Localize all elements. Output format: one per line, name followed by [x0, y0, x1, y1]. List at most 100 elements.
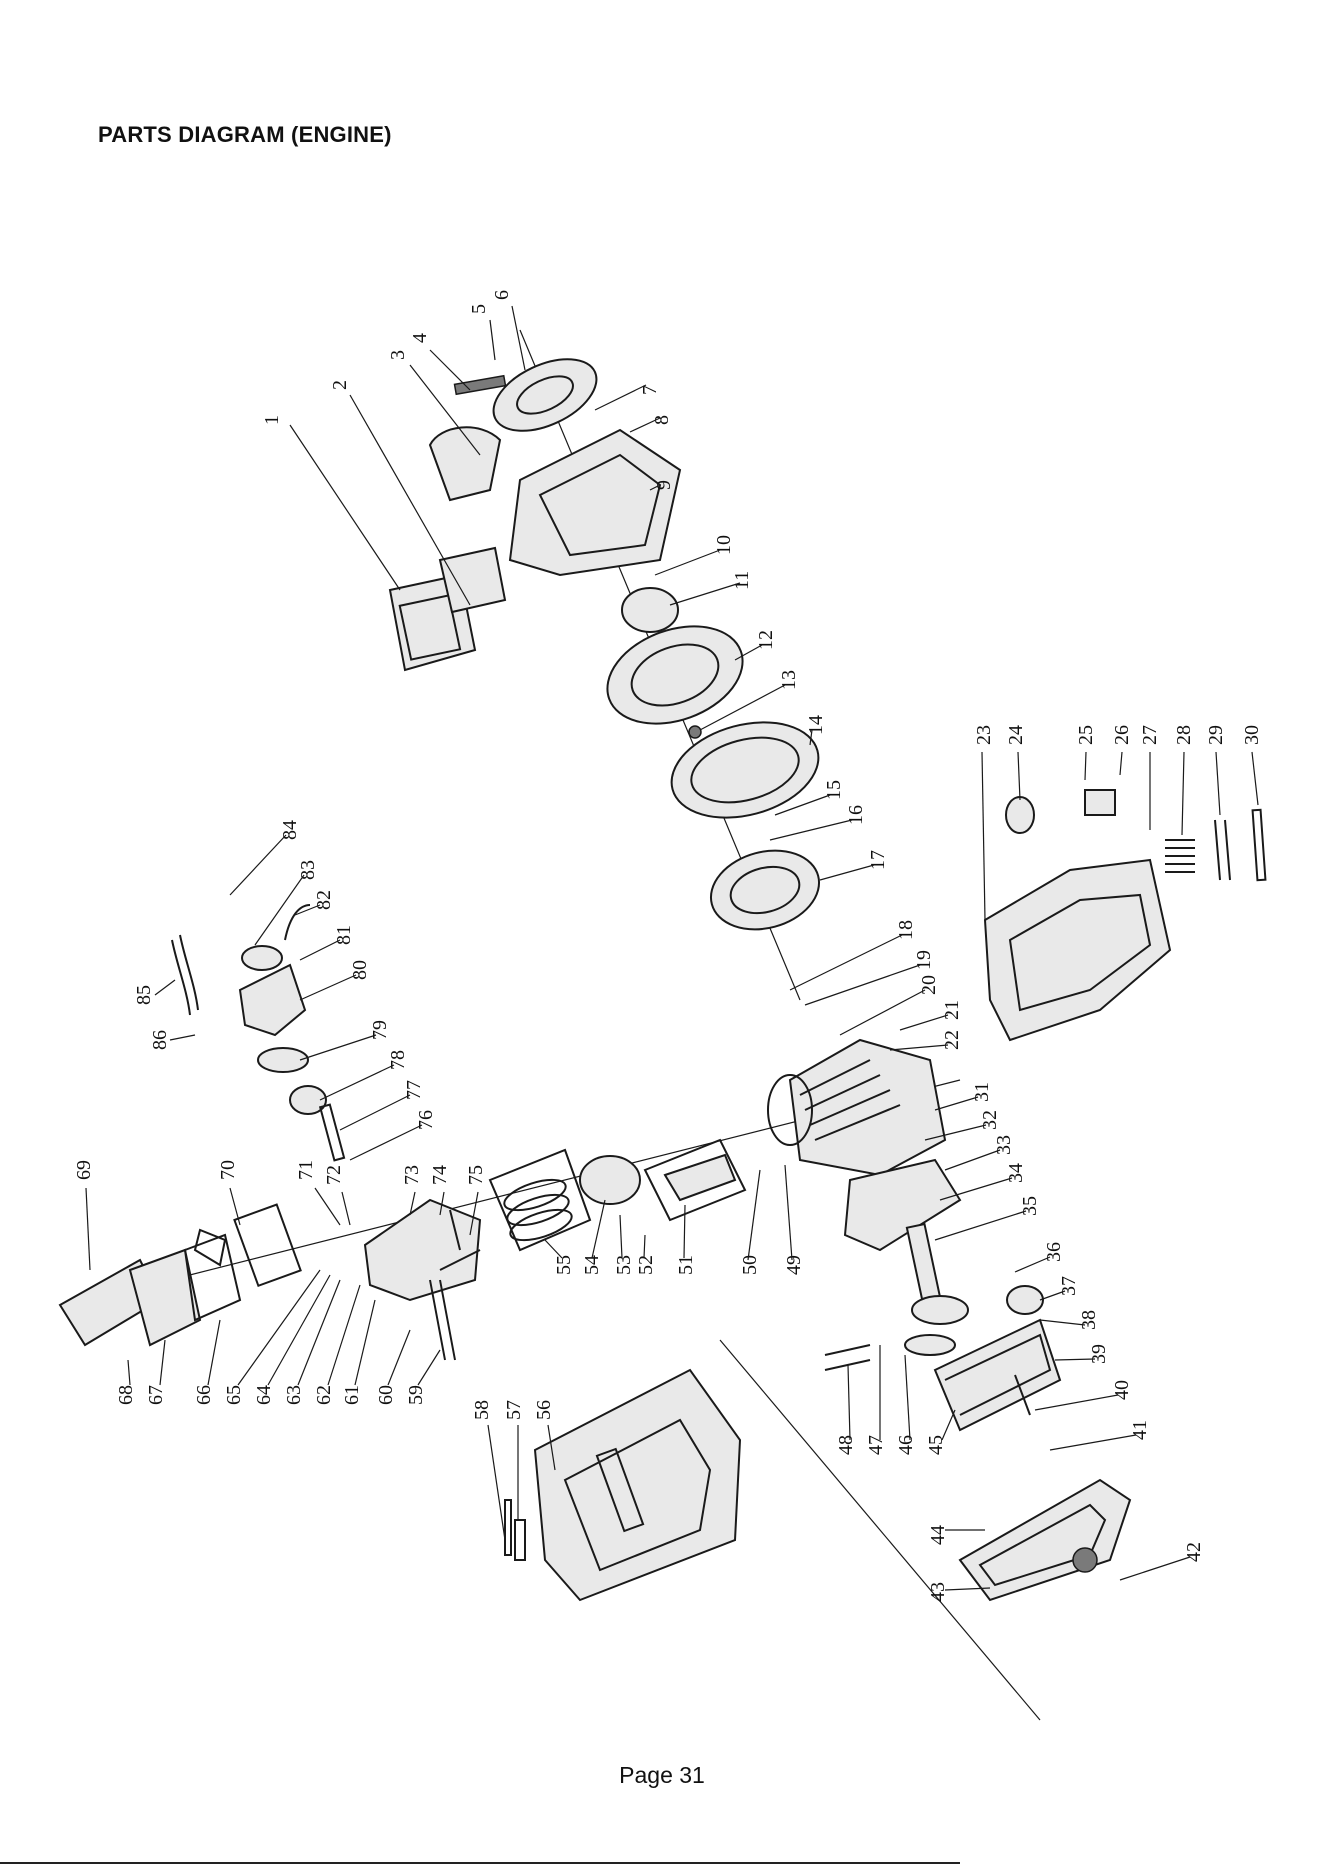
svg-text:21: 21 [941, 1000, 963, 1020]
svg-text:58: 58 [471, 1400, 493, 1420]
svg-text:72: 72 [323, 1165, 345, 1185]
crankshaft-part [845, 1160, 968, 1324]
svg-text:24: 24 [1005, 725, 1027, 745]
callout-57: 57 [503, 1400, 525, 1520]
svg-text:70: 70 [217, 1160, 239, 1180]
svg-text:9: 9 [653, 480, 675, 490]
callout-16: 16 [770, 805, 867, 840]
callout-80: 80 [300, 960, 371, 1000]
callout-66: 66 [193, 1320, 220, 1405]
svg-text:71: 71 [295, 1160, 317, 1180]
svg-text:14: 14 [805, 715, 827, 735]
callout-79: 79 [300, 1020, 391, 1060]
callout-45: 45 [925, 1410, 955, 1455]
callout-4: 4 [409, 333, 470, 390]
callout-49: 49 [783, 1165, 805, 1275]
svg-text:4: 4 [409, 333, 431, 343]
callout-21: 21 [900, 1000, 963, 1030]
spring-coil [1165, 840, 1195, 872]
svg-text:50: 50 [739, 1255, 761, 1275]
svg-text:38: 38 [1078, 1310, 1100, 1330]
callout-59: 59 [405, 1350, 440, 1405]
svg-text:44: 44 [927, 1525, 949, 1545]
callout-39: 39 [1055, 1344, 1110, 1364]
callout-29: 29 [1205, 725, 1227, 815]
svg-text:66: 66 [193, 1385, 215, 1405]
side-cover-part [960, 1480, 1130, 1600]
callout-28: 28 [1173, 725, 1195, 835]
svg-text:2: 2 [329, 380, 351, 390]
callout-8: 8 [630, 415, 673, 432]
callout-37: 37 [1040, 1276, 1080, 1300]
callout-72: 72 [323, 1165, 350, 1225]
svg-text:23: 23 [973, 725, 995, 745]
svg-text:53: 53 [613, 1255, 635, 1275]
callout-6: 6 [491, 290, 525, 370]
svg-text:48: 48 [835, 1435, 857, 1455]
svg-text:5: 5 [468, 304, 490, 314]
callout-47: 47 [865, 1345, 887, 1455]
callout-41: 41 [1050, 1420, 1151, 1450]
callout-55: 55 [545, 1240, 575, 1275]
svg-text:59: 59 [405, 1385, 427, 1405]
callout-78: 78 [320, 1050, 409, 1100]
callout-48: 48 [835, 1365, 857, 1455]
callout-19: 19 [805, 950, 935, 1005]
shroud-right-part [985, 790, 1265, 1040]
callout-67: 67 [145, 1340, 167, 1405]
callout-23: 23 [973, 725, 995, 920]
svg-text:41: 41 [1129, 1420, 1151, 1440]
svg-text:57: 57 [503, 1400, 525, 1420]
svg-text:33: 33 [993, 1135, 1015, 1155]
svg-text:31: 31 [971, 1082, 993, 1102]
svg-text:11: 11 [731, 571, 753, 590]
svg-text:60: 60 [375, 1385, 397, 1405]
svg-text:27: 27 [1139, 725, 1161, 745]
callout-17: 17 [820, 850, 889, 880]
callout-61: 61 [341, 1300, 375, 1405]
svg-text:3: 3 [387, 350, 409, 360]
callout-82: 82 [295, 890, 335, 915]
cylinder-head-part [195, 1200, 480, 1360]
callout-46: 46 [895, 1355, 917, 1455]
callout-25: 25 [1075, 725, 1097, 780]
svg-text:17: 17 [867, 850, 889, 870]
rocker-cover-part [60, 1235, 240, 1345]
svg-text:47: 47 [865, 1435, 887, 1455]
callout-7: 7 [595, 385, 661, 410]
callout-77: 77 [340, 1080, 425, 1130]
callout-51: 51 [675, 1205, 697, 1275]
callout-53: 53 [613, 1215, 635, 1275]
svg-text:62: 62 [313, 1385, 335, 1405]
svg-text:28: 28 [1173, 725, 1195, 745]
callout-69: 69 [73, 1160, 95, 1270]
svg-text:52: 52 [635, 1255, 657, 1275]
callout-38: 38 [1040, 1310, 1100, 1330]
callout-70: 70 [217, 1160, 240, 1225]
carburetor-part [172, 905, 344, 1160]
page-number: Page 31 [0, 1762, 1324, 1789]
callout-30: 30 [1241, 725, 1263, 805]
svg-text:64: 64 [253, 1385, 275, 1405]
svg-text:56: 56 [533, 1400, 555, 1420]
callout-42: 42 [1120, 1542, 1205, 1580]
svg-text:83: 83 [297, 860, 319, 880]
svg-text:39: 39 [1088, 1344, 1110, 1364]
svg-text:67: 67 [145, 1385, 167, 1405]
callout-52: 52 [635, 1235, 657, 1275]
svg-text:51: 51 [675, 1255, 697, 1275]
svg-text:42: 42 [1183, 1542, 1205, 1562]
callout-31: 31 [935, 1082, 993, 1110]
callout-26: 26 [1111, 725, 1133, 775]
svg-text:25: 25 [1075, 725, 1097, 745]
svg-text:19: 19 [913, 950, 935, 970]
callout-24: 24 [1005, 725, 1027, 800]
callout-86: 86 [149, 1030, 195, 1050]
svg-text:22: 22 [941, 1030, 963, 1050]
svg-text:40: 40 [1111, 1380, 1133, 1400]
callout-68: 68 [115, 1360, 137, 1405]
alternator-part [661, 707, 829, 941]
svg-text:86: 86 [149, 1030, 171, 1050]
